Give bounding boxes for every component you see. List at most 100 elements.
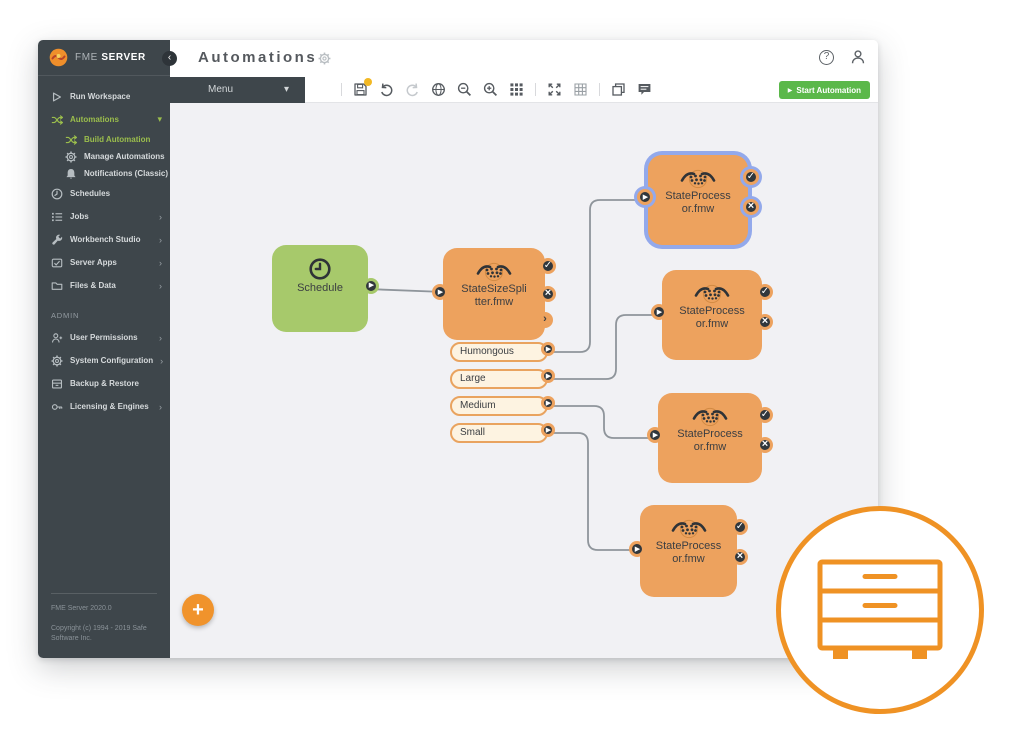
input-port[interactable]: ▶ xyxy=(647,427,663,443)
save-button[interactable] xyxy=(353,78,372,97)
brand-logo[interactable]: FME SERVER xyxy=(38,40,170,76)
connection-lines xyxy=(366,199,665,551)
sidebar-item-build-automation[interactable]: Build Automation xyxy=(38,131,170,148)
chevron-right-icon: › xyxy=(159,234,162,245)
expand-outputs-chevron[interactable]: › xyxy=(537,312,553,328)
unsaved-changes-badge xyxy=(364,78,372,86)
key-icon xyxy=(51,400,63,414)
chevron-down-icon: ▾ xyxy=(283,84,289,95)
output-port[interactable]: ▶ xyxy=(363,277,379,294)
input-port[interactable]: ▶ xyxy=(651,304,667,320)
automation-settings-icon[interactable] xyxy=(318,52,331,65)
input-port[interactable]: ▶ xyxy=(432,284,448,300)
sidebar-item-manage-automations[interactable]: Manage Automations xyxy=(38,148,170,165)
sidebar-item-backup-restore[interactable]: Backup & Restore xyxy=(38,372,170,395)
sidebar-item-system-configuration[interactable]: System Configuration › xyxy=(38,349,170,372)
failure-port[interactable]: × xyxy=(732,549,748,565)
success-port[interactable]: ✓ xyxy=(732,519,748,535)
output-port[interactable]: ▶ xyxy=(541,396,555,410)
node-stateprocessor-2[interactable]: StateProcessor.fmw ▶ ✓ × xyxy=(651,270,773,360)
brand-name: FME SERVER xyxy=(75,52,146,63)
divider xyxy=(599,83,600,96)
output-label: Medium xyxy=(460,400,496,411)
wire-medium-to-processor3 xyxy=(547,405,661,439)
folder-icon xyxy=(51,279,63,293)
comments-button[interactable] xyxy=(637,82,652,97)
clock-icon xyxy=(51,187,63,201)
node-statesizesplitter[interactable]: StateSizeSplitter.fmw ▶ ✓ × › xyxy=(432,248,556,340)
sidebar-item-user-permissions[interactable]: User Permissions › xyxy=(38,326,170,349)
node-stateprocessor-4[interactable]: StateProcessor.fmw ▶ ✓ × xyxy=(629,505,748,597)
page-title: Automations xyxy=(198,49,318,66)
bell-icon xyxy=(65,167,77,181)
output-port[interactable]: ▶ xyxy=(541,369,555,383)
sidebar-collapse-button[interactable]: ‹ xyxy=(162,51,177,66)
sidebar-section-admin: ADMIN xyxy=(51,311,80,320)
new-window-button[interactable] xyxy=(611,82,626,97)
input-port[interactable]: ▶ xyxy=(629,541,645,557)
node-stateprocessor-3[interactable]: StateProcessor.fmw ▶ ✓ × xyxy=(647,393,773,483)
output-port[interactable]: ▶ xyxy=(541,423,555,437)
output-label: Humongous xyxy=(460,346,514,357)
menu-dropdown[interactable]: Menu ▾ xyxy=(170,76,305,103)
sidebar-item-files-data[interactable]: Files & Data › xyxy=(38,274,170,297)
node-schedule-trigger[interactable]: Schedule ▶ xyxy=(272,245,379,332)
user-plus-icon xyxy=(51,331,63,345)
wire-schedule-to-splitter xyxy=(366,288,445,293)
start-automation-button[interactable]: ▶ Start Automation xyxy=(778,81,870,99)
success-port[interactable]: ✓ xyxy=(540,258,556,274)
version-text: FME Server 2020.0 xyxy=(51,604,112,612)
fit-to-screen-button[interactable] xyxy=(547,82,562,97)
undo-button[interactable] xyxy=(379,82,394,97)
add-node-button[interactable]: + xyxy=(182,594,214,626)
output-pill-large[interactable]: Large ▶ xyxy=(450,369,555,389)
shuffle-icon xyxy=(51,113,63,127)
user-account-icon[interactable] xyxy=(850,49,866,65)
node-label: StateProcessor.fmw xyxy=(677,428,743,453)
output-label: Small xyxy=(460,427,486,438)
sidebar-item-notifications-classic[interactable]: Notifications (Classic) xyxy=(38,165,170,182)
chevron-right-icon: › xyxy=(160,355,164,366)
apps-icon xyxy=(51,256,63,270)
input-port[interactable]: ▶ xyxy=(637,189,653,205)
zoom-out-button[interactable] xyxy=(457,82,472,97)
fme-workspace-icon xyxy=(692,407,728,427)
divider xyxy=(51,592,157,594)
snap-grid-button[interactable] xyxy=(573,82,588,97)
chevron-right-icon: › xyxy=(159,332,162,343)
help-button[interactable]: ? xyxy=(819,49,834,65)
success-port[interactable]: ✓ xyxy=(757,407,773,423)
output-port[interactable]: ▶ xyxy=(541,342,555,356)
sidebar-item-workbench-studio[interactable]: Workbench Studio › xyxy=(38,228,170,251)
sidebar-item-schedules[interactable]: Schedules xyxy=(38,182,170,205)
success-port[interactable]: ✓ xyxy=(743,169,759,185)
sidebar-item-automations[interactable]: Automations ▾ xyxy=(38,108,170,131)
failure-port[interactable]: × xyxy=(540,286,556,302)
node-stateprocessor-1[interactable]: StateProcessor.fmw ▶ ✓ × xyxy=(637,155,759,245)
wire-humongous-to-processor1 xyxy=(547,199,651,353)
output-pill-humongous[interactable]: Humongous ▶ xyxy=(450,342,555,362)
failure-port[interactable]: × xyxy=(757,314,773,330)
sidebar: FME SERVER Run Workspace Automations ▾ B… xyxy=(38,40,170,658)
automation-canvas[interactable]: Schedule ▶ StateSizeSplitter.fmw ▶ ✓ × ›… xyxy=(170,103,878,658)
zoom-in-button[interactable] xyxy=(483,82,498,97)
grid-view-button[interactable] xyxy=(509,82,524,97)
output-pill-medium[interactable]: Medium ▶ xyxy=(450,396,555,416)
output-pill-small[interactable]: Small ▶ xyxy=(450,423,555,443)
failure-port[interactable]: × xyxy=(743,199,759,215)
fme-logo-icon xyxy=(49,48,68,67)
shuffle-icon xyxy=(65,133,77,147)
chevron-right-icon: › xyxy=(159,257,162,268)
sidebar-item-server-apps[interactable]: Server Apps › xyxy=(38,251,170,274)
fme-server-window: FME SERVER Run Workspace Automations ▾ B… xyxy=(38,40,878,658)
node-label: StateProcessor.fmw xyxy=(665,190,731,215)
sidebar-item-licensing-engines[interactable]: Licensing & Engines › xyxy=(38,395,170,418)
toolbar: Menu ▾ ▶ Start Automat xyxy=(170,76,878,103)
sidebar-item-run-workspace[interactable]: Run Workspace xyxy=(38,85,170,108)
success-port[interactable]: ✓ xyxy=(757,284,773,300)
globe-button[interactable] xyxy=(431,82,446,97)
redo-button[interactable] xyxy=(405,82,420,97)
failure-port[interactable]: × xyxy=(757,437,773,453)
sidebar-item-jobs[interactable]: Jobs › xyxy=(38,205,170,228)
